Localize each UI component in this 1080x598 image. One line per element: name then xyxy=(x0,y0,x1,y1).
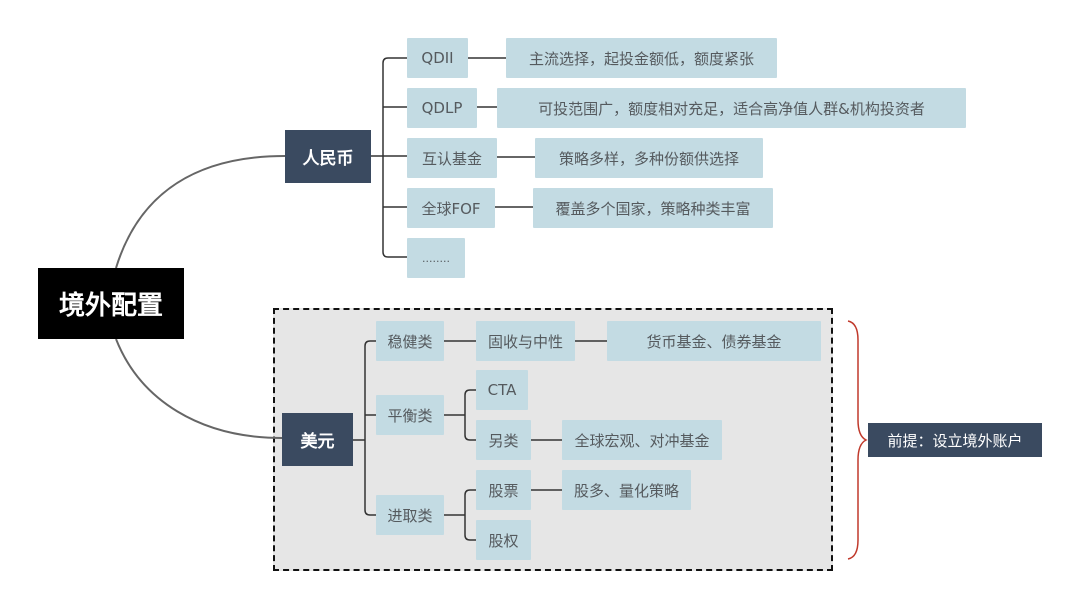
node-label: 平衡类 xyxy=(387,406,433,425)
node-label: 另类 xyxy=(488,431,519,450)
usd-alternative-node[interactable]: 另类 xyxy=(476,420,531,460)
rmb-global-fof-desc-node[interactable]: 覆盖多个国家，策略种类丰富 xyxy=(533,188,773,228)
root-node[interactable]: 境外配置 xyxy=(38,268,184,339)
node-label: QDII xyxy=(421,49,454,67)
usd-aggressive-node[interactable]: 进取类 xyxy=(376,495,444,535)
node-label: QDLP xyxy=(421,99,463,117)
node-label: 可投范围广，额度相对充足，适合高净值人群&机构投资者 xyxy=(538,99,925,118)
rmb-qdii-desc-node[interactable]: 主流选择，起投金额低，额度紧张 xyxy=(506,38,777,78)
usd-stocks-desc-node[interactable]: 股多、量化策略 xyxy=(562,470,691,510)
rmb-mutual-fund-desc-node[interactable]: 策略多样，多种份额供选择 xyxy=(535,138,763,178)
rmb-qdlp-node[interactable]: QDLP xyxy=(407,88,477,128)
node-label: 货币基金、债券基金 xyxy=(646,332,782,351)
usd-branch-lines xyxy=(353,340,607,541)
root-to-rmb-connector xyxy=(115,155,286,269)
usd-equity-node[interactable]: 股权 xyxy=(476,520,531,560)
rmb-node[interactable]: 人民币 xyxy=(285,130,371,183)
usd-balanced-node[interactable]: 平衡类 xyxy=(376,395,444,435)
node-label: 策略多样，多种份额供选择 xyxy=(558,149,739,168)
rmb-qdlp-desc-node[interactable]: 可投范围广，额度相对充足，适合高净值人群&机构投资者 xyxy=(497,88,966,128)
node-label: 股权 xyxy=(488,531,519,550)
usd-node[interactable]: 美元 xyxy=(282,413,353,466)
node-label: 稳健类 xyxy=(387,332,433,351)
node-label: 全球宏观、对冲基金 xyxy=(574,431,710,450)
rmb-more-node[interactable]: ........ xyxy=(407,238,465,278)
usd-label: 美元 xyxy=(300,432,335,452)
node-label: 进取类 xyxy=(387,506,433,525)
node-label: 主流选择，起投金额低，额度紧张 xyxy=(528,49,754,68)
node-label: 固收与中性 xyxy=(487,332,563,351)
usd-fixed-income-node[interactable]: 固收与中性 xyxy=(476,321,575,361)
node-label: 股票 xyxy=(488,481,519,500)
usd-conservative-node[interactable]: 稳健类 xyxy=(376,321,444,361)
root-label: 境外配置 xyxy=(58,291,163,321)
rmb-branch-lines xyxy=(371,57,535,258)
rmb-global-fof-node[interactable]: 全球FOF xyxy=(407,188,495,228)
node-label: 全球FOF xyxy=(421,199,481,218)
prerequisite-note[interactable]: 前提：设立境外账户 xyxy=(868,423,1042,457)
root-to-usd-connector xyxy=(115,338,283,439)
rmb-label: 人民币 xyxy=(302,149,354,169)
usd-alternative-desc-node[interactable]: 全球宏观、对冲基金 xyxy=(562,420,722,460)
node-label: 覆盖多个国家，策略种类丰富 xyxy=(555,199,751,218)
node-label: CTA xyxy=(487,381,517,399)
usd-cta-node[interactable]: CTA xyxy=(476,370,528,410)
usd-fixed-income-desc-node[interactable]: 货币基金、债券基金 xyxy=(607,321,821,361)
rmb-mutual-fund-node[interactable]: 互认基金 xyxy=(407,138,497,178)
prerequisite-label: 前提：设立境外账户 xyxy=(887,431,1023,450)
node-label: ........ xyxy=(422,251,450,265)
usd-stocks-node[interactable]: 股票 xyxy=(476,470,531,510)
brace-icon xyxy=(847,320,868,560)
node-label: 互认基金 xyxy=(421,149,482,168)
rmb-qdii-node[interactable]: QDII xyxy=(407,38,468,78)
node-label: 股多、量化策略 xyxy=(573,481,679,500)
